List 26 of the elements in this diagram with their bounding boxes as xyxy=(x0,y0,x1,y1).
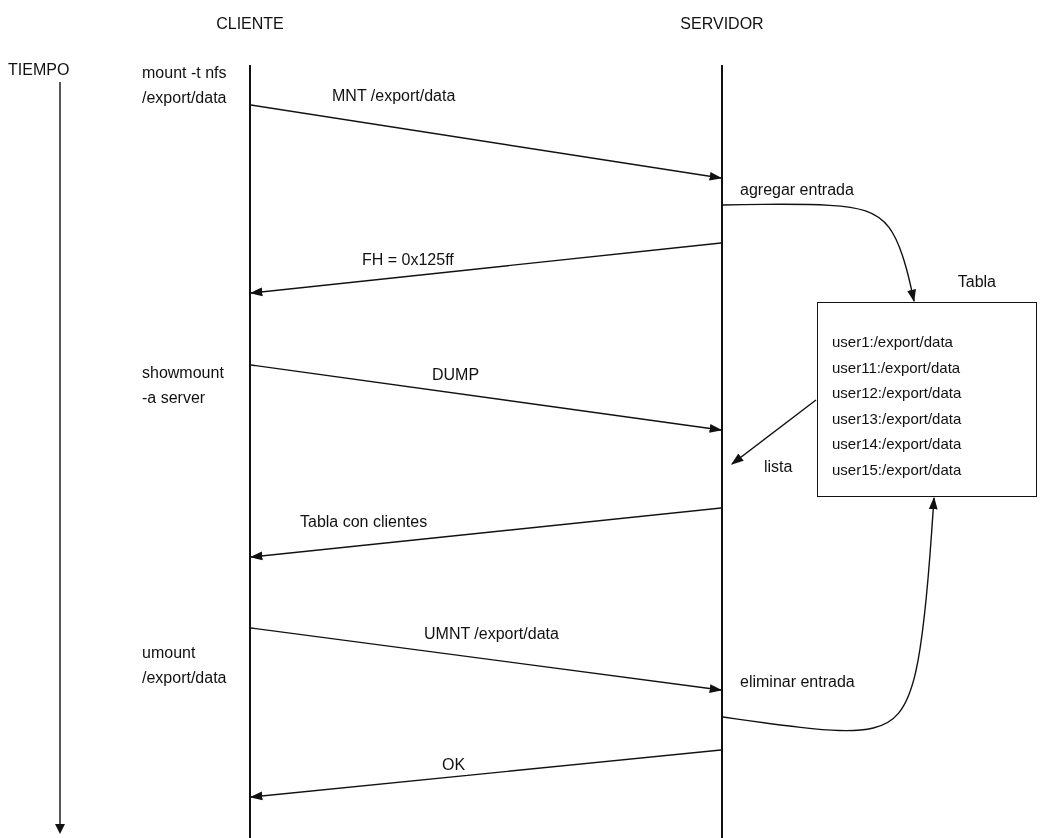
arrow xyxy=(249,242,722,297)
axis-label: TIEMPO xyxy=(8,60,71,80)
table-entry: user11:/export/data xyxy=(832,357,962,378)
edge-label: agregar entrada xyxy=(738,180,856,200)
edge-label: OK xyxy=(440,755,468,775)
table-entry: user14:/export/data xyxy=(832,434,963,454)
lifeline-heading: CLIENTE xyxy=(216,15,284,33)
arrow xyxy=(250,364,723,433)
arrow xyxy=(249,507,722,561)
arrow xyxy=(250,104,723,181)
edge-label: MNT /export/data xyxy=(330,86,458,106)
lifeline-heading: SERVIDOR xyxy=(680,15,764,33)
client-command: showmount -a server xyxy=(142,363,225,408)
arrow xyxy=(731,399,817,465)
client-command: mount -t nfs /export/data xyxy=(142,63,228,108)
table-title: Tabla xyxy=(957,273,996,291)
table-entry: user1:/export/data xyxy=(832,332,954,352)
arrow xyxy=(250,627,723,693)
table-entry: user12:/export/data xyxy=(832,383,963,403)
arrow xyxy=(722,203,916,303)
client-command: umount /export/data xyxy=(142,643,228,688)
arrow xyxy=(722,496,938,732)
table-entry: user13:/export/data xyxy=(832,408,963,429)
arrow xyxy=(249,749,722,801)
edge-label: UMNT /export/data xyxy=(422,624,561,644)
table-entry: user15:/export/data xyxy=(832,459,963,480)
